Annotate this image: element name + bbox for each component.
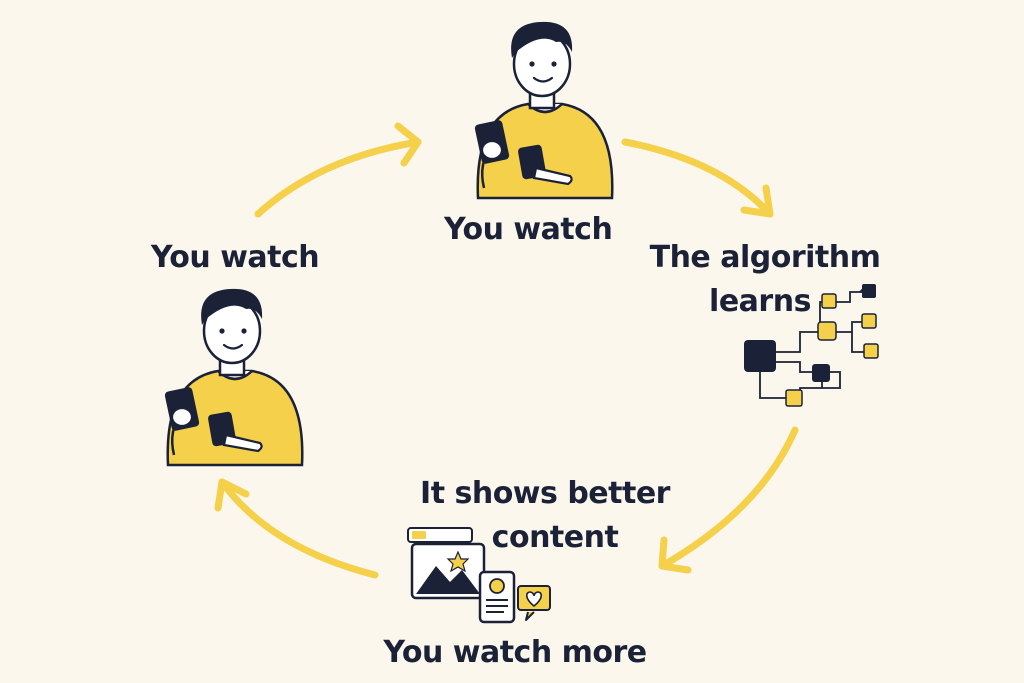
arrow-left-to-top	[254, 122, 422, 218]
arrow-bottom-to-left	[214, 478, 379, 579]
network-nodes-icon	[744, 284, 879, 407]
step-bottom-lower-label: You watch more	[383, 635, 647, 670]
step-bottom-label-line1: It shows better	[420, 476, 670, 511]
step-left-label: You watch	[150, 240, 320, 275]
arrow-top-to-right	[621, 138, 774, 218]
step-bottom-label-line2: content	[491, 520, 619, 555]
step-right-label-line2: learns	[709, 284, 811, 319]
person-with-phone-icon	[164, 288, 304, 467]
content-cards-icon	[407, 527, 551, 624]
step-top-label: You watch	[444, 212, 613, 247]
step-right-label-line1: The algorithm	[649, 240, 881, 275]
arrow-right-to-bottom	[658, 426, 799, 574]
person-with-phone-icon	[474, 21, 614, 200]
